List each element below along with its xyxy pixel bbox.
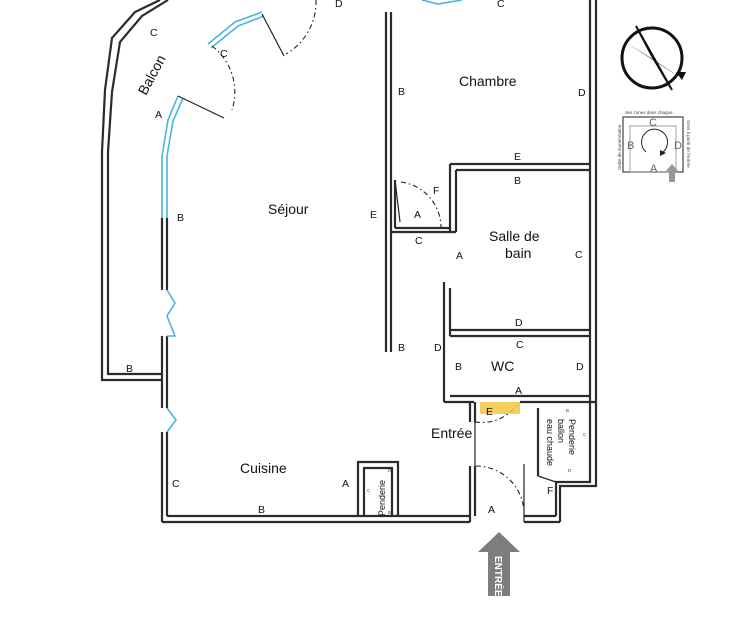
wall-letter: F <box>433 185 439 197</box>
wall-letters: C C A B D C B D E B F E A C A C D B D C … <box>126 0 587 516</box>
room-label-entree: Entrée <box>431 425 472 441</box>
entrance-arrow-label: ENTRÉE <box>492 556 505 597</box>
wall-letter: B <box>455 361 462 373</box>
highlight-marker <box>480 402 520 414</box>
room-label-salle-de-bain-1: Salle de <box>489 228 540 244</box>
legend-letter: B <box>627 140 634 152</box>
wall-letter: C <box>497 0 505 10</box>
wall-letter: D <box>388 468 392 473</box>
wall-letter: C <box>516 339 524 351</box>
outer-walls <box>100 0 598 524</box>
orientation-legend: C B D A des zones dans chaque Ordre de n… <box>617 110 691 182</box>
wall-letter: B <box>398 86 405 98</box>
wall-letter: E <box>486 406 493 418</box>
room-label-chambre: Chambre <box>459 73 517 89</box>
room-label-penderie: Penderie <box>377 480 387 516</box>
compass-icon <box>620 25 686 91</box>
wall-letter: D <box>576 361 584 373</box>
wall-letter: C <box>575 249 583 261</box>
wall-letter: B <box>398 342 405 354</box>
wall-letter: F <box>547 485 553 497</box>
windows <box>161 0 463 433</box>
wall-letter: E <box>514 151 521 163</box>
legend-letter: A <box>650 163 658 175</box>
entrance-arrow: ENTRÉE <box>478 532 520 597</box>
wall-letter: A <box>414 209 421 221</box>
legend-letter: C <box>649 117 657 129</box>
wall-letter: D <box>335 0 343 10</box>
wall-letter: B <box>514 175 521 187</box>
room-label-cuisine: Cuisine <box>240 460 287 476</box>
room-label-penderie-ballon-1: Penderie <box>567 419 577 455</box>
wall-letter: B <box>126 363 133 375</box>
wall-letter: B <box>258 504 265 516</box>
wall-letter: E <box>370 209 377 221</box>
legend-top-text: des zones dans chaque <box>625 110 673 115</box>
wall-letter: A <box>488 504 495 516</box>
room-label-wc: WC <box>491 358 514 374</box>
wall-letter: B <box>388 510 391 515</box>
legend-left-text: Ordre de numérotation <box>617 124 622 170</box>
wall-letter: C <box>150 27 158 39</box>
wall-letter: C <box>220 48 228 60</box>
room-label-sejour: Séjour <box>268 201 309 217</box>
interior-walls <box>356 12 596 522</box>
wall-letter: A <box>456 250 463 262</box>
wall-letter: C <box>172 478 180 490</box>
legend-right-text: Sens à partir de l'entrée <box>686 120 691 168</box>
wall-letter: A <box>342 478 349 490</box>
wall-letter: D <box>578 87 586 99</box>
wall-letter: B <box>566 408 569 413</box>
room-label-salle-de-bain-2: bain <box>505 245 531 261</box>
room-labels: Séjour Chambre Salle de bain WC Entrée C… <box>135 52 577 516</box>
wall-letter: A <box>515 385 522 397</box>
wall-letter: D <box>568 468 572 473</box>
wall-letter: A <box>155 109 162 121</box>
wall-letter: D <box>434 342 442 354</box>
wall-letter: B <box>177 212 184 224</box>
legend-letter: D <box>674 140 682 152</box>
wall-letter: C <box>415 235 423 247</box>
wall-letter: D <box>515 317 523 329</box>
room-label-penderie-ballon-3: eau chaude <box>545 419 555 466</box>
doors <box>177 0 525 522</box>
room-label-penderie-ballon-2: ballon <box>556 419 566 443</box>
wall-letter: C <box>583 432 587 437</box>
wall-letter: C <box>367 488 371 493</box>
room-label-balcon: Balcon <box>135 52 169 97</box>
